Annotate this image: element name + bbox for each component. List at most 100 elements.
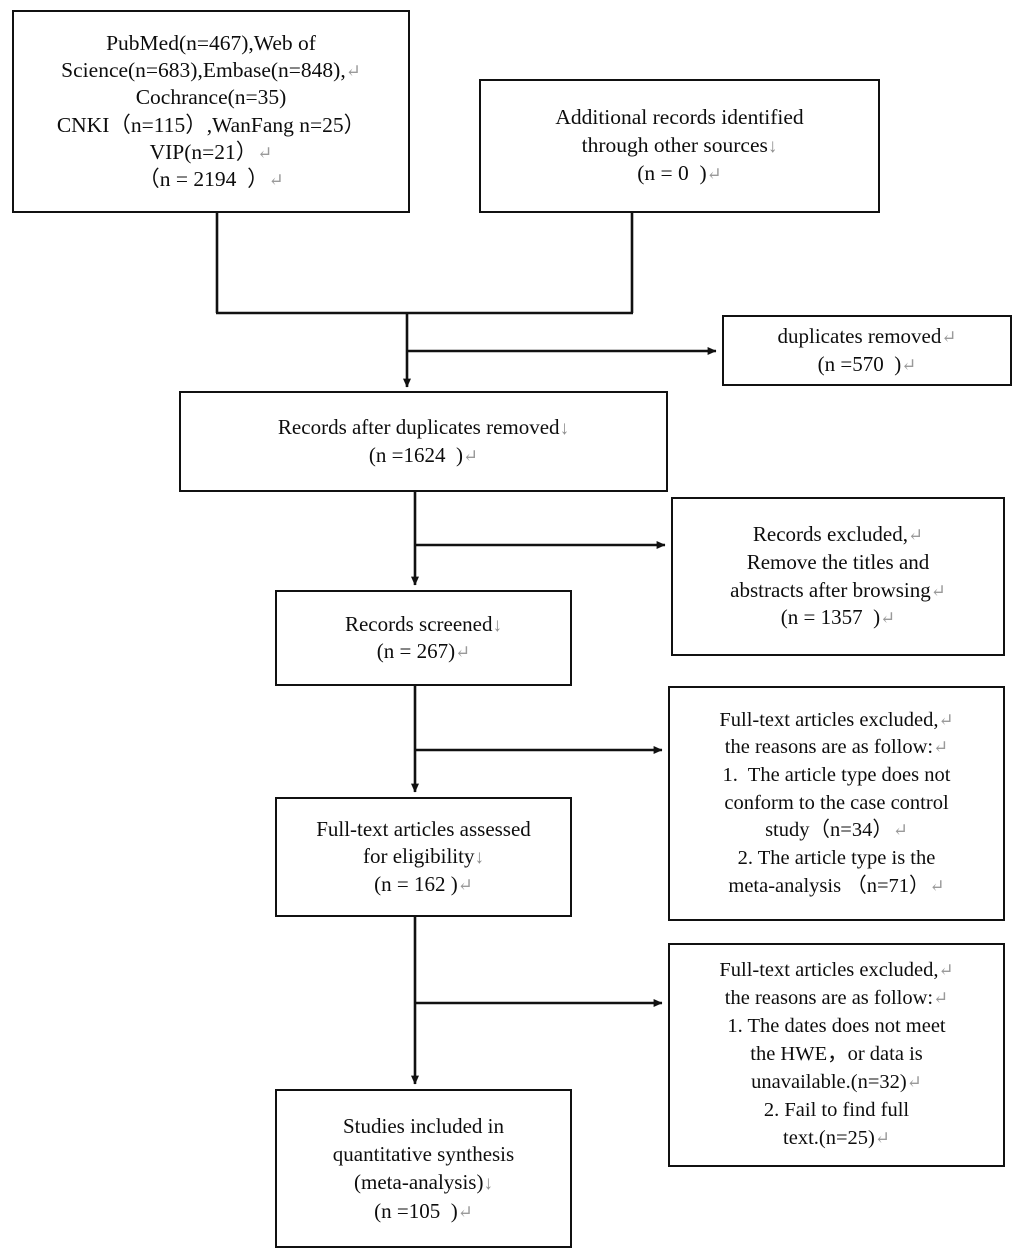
node-text-line: 2. Fail to find full — [670, 1097, 1003, 1125]
node-text: the HWE，or data is — [750, 1043, 923, 1066]
node-text-line: Remove the titles and — [673, 549, 1003, 577]
node-text-line: 1. The article type does not — [670, 762, 1003, 790]
return-mark-icon: ↵ — [933, 737, 949, 758]
node-text-line: the reasons are as follow:↵ — [670, 985, 1003, 1013]
node-text-line: VIP(n=21）↵ — [14, 139, 408, 166]
return-mark-icon: ↵ — [455, 642, 471, 663]
node-text: (n = 162 ) — [374, 871, 458, 896]
return-mark-icon: ↵ — [933, 988, 949, 1009]
return-mark-icon: ↵ — [906, 1071, 922, 1092]
return-mark-icon: ↵ — [880, 608, 896, 629]
node-text-line: for eligibility↓ — [277, 843, 570, 871]
node-text-line: conform to the case control — [670, 790, 1003, 818]
node-text-line: Additional records identified — [481, 104, 878, 132]
node-text: through other sources — [581, 133, 768, 158]
node-text-line: the reasons are as follow:↵ — [670, 734, 1003, 762]
node-text-line: Full-text articles excluded,↵ — [670, 707, 1003, 735]
return-mark-icon: ↵ — [892, 820, 908, 841]
node-text: PubMed(n=467),Web of — [106, 31, 316, 56]
node-text-line: through other sources↓ — [481, 132, 878, 160]
down-arrow-mark-icon: ↓ — [483, 1173, 493, 1195]
node-text: (n = 267) — [376, 639, 456, 664]
return-mark-icon: ↵ — [463, 445, 479, 466]
node-text: conform to the case control — [724, 791, 949, 814]
node-full-text-articles-excluded-eligibility: Full-text articles excluded,↵the reasons… — [668, 943, 1005, 1167]
node-text: Science(n=683),Embase(n=848), — [61, 58, 346, 83]
node-text: (n = 0 ) — [637, 160, 707, 185]
node-text: the reasons are as follow: — [724, 736, 934, 759]
node-text-line: quantitative synthesis — [277, 1140, 570, 1168]
return-mark-icon: ↵ — [938, 960, 954, 981]
node-text-line: Science(n=683),Embase(n=848),↵ — [14, 57, 408, 84]
down-arrow-mark-icon: ↓ — [474, 847, 484, 869]
down-arrow-mark-icon: ↓ — [559, 418, 570, 439]
node-text: text.(n=25) — [783, 1126, 875, 1149]
return-mark-icon: ↵ — [941, 327, 957, 348]
node-text-line: study（n=34）↵ — [670, 817, 1003, 845]
node-text-line: CNKI（n=115）,WanFang n=25） — [14, 112, 408, 139]
node-text-line: Full-text articles excluded,↵ — [670, 957, 1003, 985]
return-mark-icon: ↵ — [706, 163, 722, 184]
node-text-line: Studies included in — [277, 1112, 570, 1140]
return-mark-icon: ↵ — [938, 709, 954, 730]
return-mark-icon: ↵ — [929, 875, 945, 896]
return-mark-icon: ↵ — [930, 580, 946, 601]
node-text: Remove the titles and — [746, 549, 930, 574]
return-mark-icon: ↵ — [457, 1201, 473, 1222]
node-text: abstracts after browsing — [730, 577, 931, 602]
node-text: Records screened — [344, 611, 493, 636]
node-text-line: PubMed(n=467),Web of — [14, 30, 408, 57]
node-text: Full-text articles excluded, — [719, 708, 939, 731]
return-mark-icon: ↵ — [908, 524, 924, 545]
node-text-line: the HWE，or data is — [670, 1041, 1003, 1069]
node-text-line: (n = 162 )↵ — [277, 871, 570, 898]
node-text: (n =570 ) — [817, 351, 902, 376]
node-text-line: (n =570 )↵ — [724, 351, 1010, 378]
node-text: 2. The article type is the — [737, 847, 936, 869]
return-mark-icon: ↵ — [874, 1127, 890, 1148]
node-records-screened: Records screened↓(n = 267)↵ — [275, 590, 572, 686]
node-text-line: （n = 2194 ）↵ — [14, 166, 408, 193]
return-mark-icon: ↵ — [257, 142, 273, 163]
node-text: the reasons are as follow: — [724, 987, 934, 1010]
node-text: quantitative synthesis — [332, 1142, 515, 1167]
node-text-line: (n = 1357 )↵ — [673, 604, 1003, 632]
node-text: Cochrance(n=35) — [135, 85, 287, 110]
return-mark-icon: ↵ — [457, 874, 473, 895]
down-arrow-mark-icon: ↓ — [492, 614, 503, 636]
node-text: Full-text articles excluded, — [719, 959, 939, 982]
node-text-line: (n = 0 )↵ — [481, 160, 878, 188]
node-text-line: unavailable.(n=32)↵ — [670, 1069, 1003, 1097]
node-text: (n = 1357 ) — [780, 605, 881, 630]
node-text: Additional records identified — [555, 105, 804, 130]
node-text-line: 2. The article type is the — [670, 845, 1003, 873]
node-studies-included-in-quantitative-synthesis: Studies included in quantitative synthesi… — [275, 1089, 572, 1248]
node-text: CNKI（n=115）,WanFang n=25） — [56, 112, 366, 137]
node-text: Studies included in — [343, 1114, 504, 1139]
node-text-line: Full-text articles assessed — [277, 816, 570, 843]
node-records-after-duplicates-removed: Records after duplicates removed↓(n =162… — [179, 391, 668, 492]
node-text: Records excluded, — [752, 521, 909, 546]
node-text: (n =105 ) — [374, 1198, 458, 1223]
node-text-line: Records screened↓ — [277, 611, 570, 639]
node-text-line: abstracts after browsing↵ — [673, 577, 1003, 605]
node-text: for eligibility — [363, 844, 475, 869]
node-text: 2. Fail to find full — [763, 1098, 910, 1121]
down-arrow-mark-icon: ↓ — [767, 136, 778, 158]
node-text-line: meta-analysis （n=71）↵ — [670, 873, 1003, 901]
node-full-text-articles-excluded-screening: Full-text articles excluded,↵the reasons… — [668, 686, 1005, 921]
node-text-line: text.(n=25)↵ — [670, 1125, 1003, 1153]
node-text: （n = 2194 ） — [138, 166, 269, 191]
return-mark-icon: ↵ — [345, 61, 361, 82]
node-text-line: (n =1624 )↵ — [181, 442, 666, 469]
node-text: (n =1624 ) — [368, 442, 463, 467]
return-mark-icon: ↵ — [901, 354, 917, 375]
node-text-line: 1. The dates does not meet — [670, 1013, 1003, 1041]
node-text: Full-text articles assessed — [316, 816, 531, 841]
node-text: 1. The article type does not — [722, 763, 951, 786]
